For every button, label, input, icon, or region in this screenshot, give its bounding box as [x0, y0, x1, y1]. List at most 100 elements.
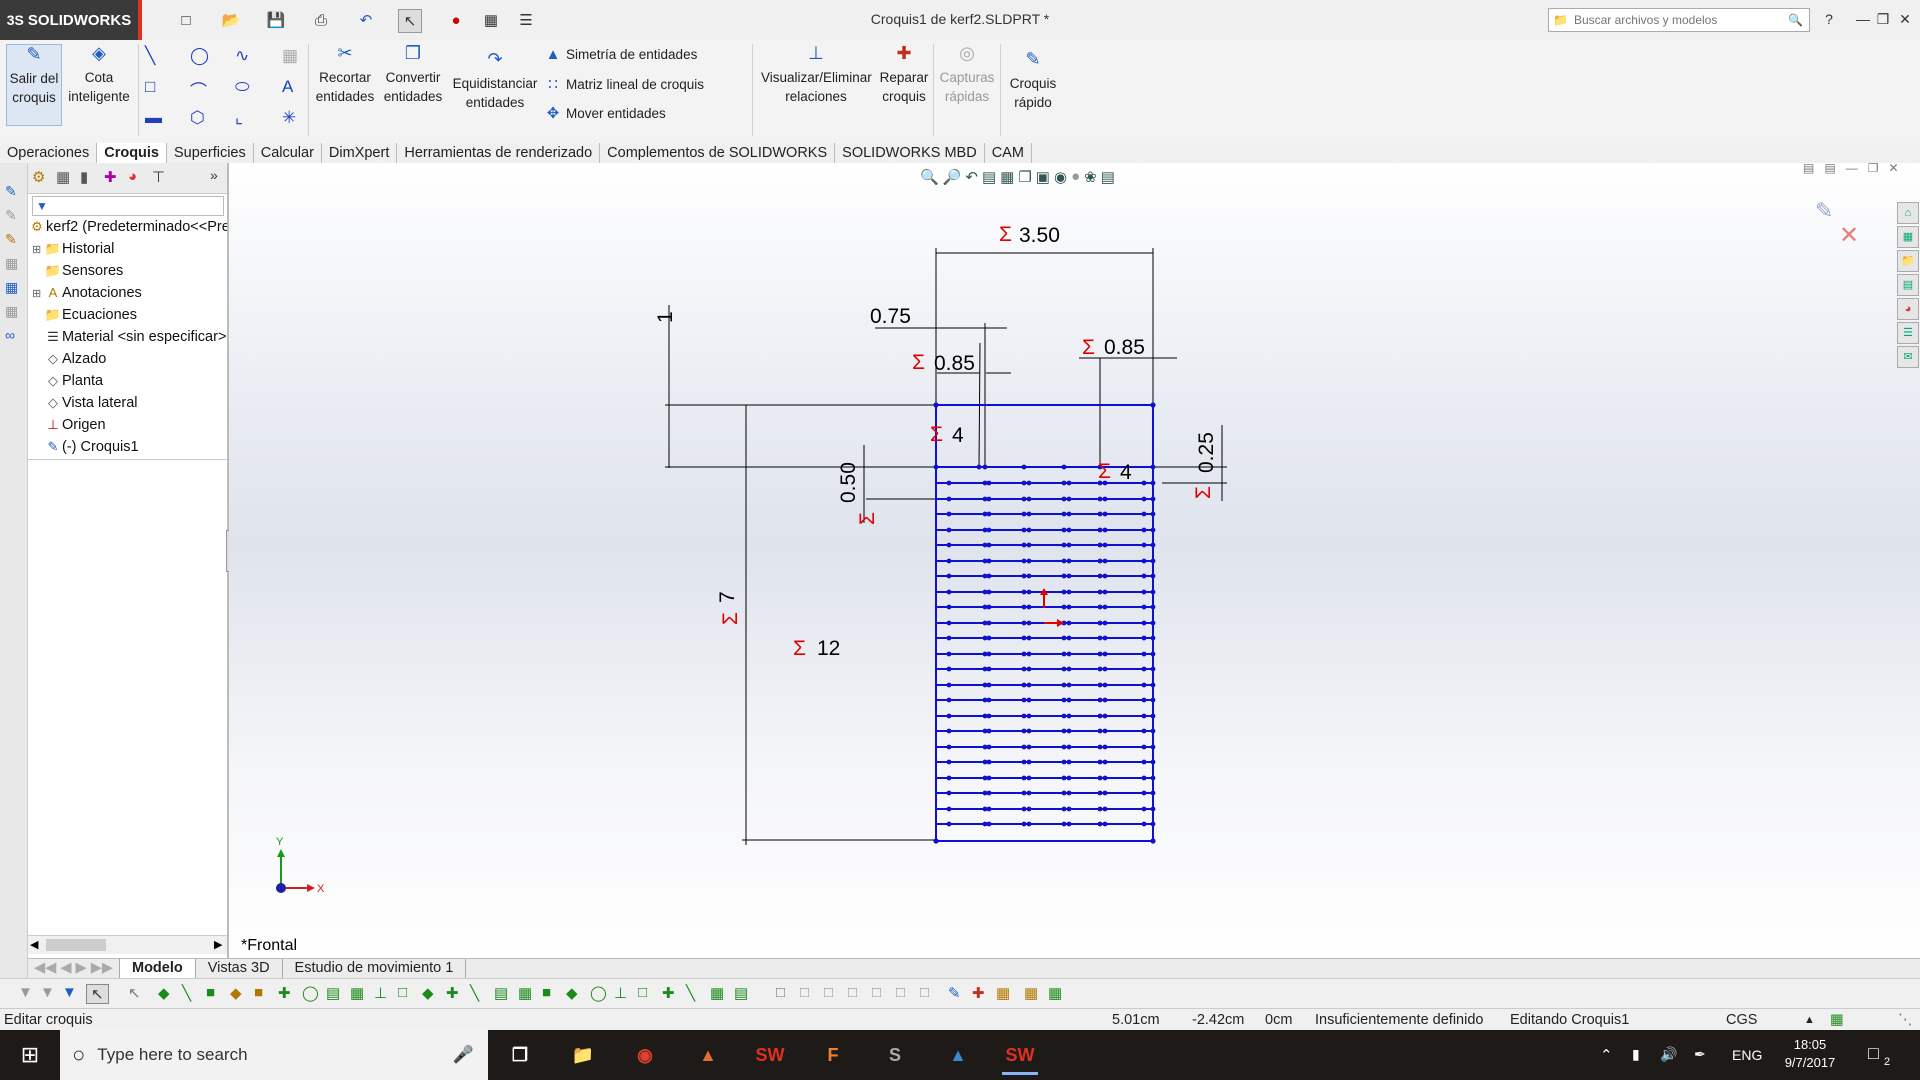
- sketch-point[interactable]: [1061, 542, 1067, 548]
- scroll-left-icon[interactable]: ◀: [30, 939, 39, 951]
- sketch-point[interactable]: [1021, 620, 1027, 626]
- filter-icon[interactable]: ⊥: [614, 985, 628, 1002]
- section-view-icon[interactable]: ▤: [981, 169, 997, 186]
- confirmation-corner[interactable]: ✎ ✕: [1815, 198, 1859, 249]
- sketch-point[interactable]: [946, 480, 952, 486]
- sketch-point[interactable]: [1021, 511, 1027, 517]
- display-relations-button[interactable]: ⊥ Visualizar/Eliminar relaciones: [761, 43, 872, 105]
- filter-icon[interactable]: ▤: [326, 985, 341, 1002]
- select-cursor-icon[interactable]: ↖: [86, 984, 109, 1004]
- line-icon[interactable]: ╲: [145, 46, 156, 65]
- sketch-point[interactable]: [1061, 744, 1067, 750]
- sketch-point[interactable]: [1150, 682, 1156, 688]
- file-explorer-icon[interactable]: 📁: [1897, 250, 1919, 272]
- exit-sketch-corner-icon[interactable]: ✎: [1815, 198, 1833, 223]
- sketch-point[interactable]: [1102, 542, 1108, 548]
- dynamic-annotation-icon[interactable]: ▦: [1000, 169, 1015, 186]
- sketch-point[interactable]: [1141, 527, 1147, 533]
- quick-tool-icon[interactable]: ▦: [996, 985, 1011, 1002]
- sketch-point[interactable]: [982, 697, 988, 703]
- undo-icon[interactable]: ↶: [359, 12, 373, 29]
- ellipse-icon[interactable]: ⬭: [235, 77, 250, 96]
- sketch-point[interactable]: [1066, 790, 1072, 796]
- sketch-point[interactable]: [933, 464, 939, 470]
- sketch-point[interactable]: [1021, 744, 1027, 750]
- sketch-point[interactable]: [1150, 635, 1156, 641]
- sketch-point[interactable]: [1021, 775, 1027, 781]
- sketch-point[interactable]: [1066, 635, 1072, 641]
- trim-entities-button[interactable]: ✂ Recortar entidades: [315, 43, 375, 105]
- sketch-point[interactable]: [986, 604, 992, 610]
- sketch-point[interactable]: [1102, 759, 1108, 765]
- sketch-point[interactable]: [982, 790, 988, 796]
- sketch-point[interactable]: [1102, 713, 1108, 719]
- sketch-point[interactable]: [1026, 573, 1032, 579]
- sketch-point[interactable]: [1141, 620, 1147, 626]
- custom-properties-icon[interactable]: ☰: [1897, 322, 1919, 344]
- sketch-point[interactable]: [1141, 666, 1147, 672]
- sketch-point[interactable]: [1150, 511, 1156, 517]
- sketch-point[interactable]: [1061, 573, 1067, 579]
- sketch-point[interactable]: [1141, 759, 1147, 765]
- filter-toggle-icon[interactable]: ▼: [18, 984, 33, 1001]
- sketch-point[interactable]: [1097, 775, 1103, 781]
- sketch-point[interactable]: [1026, 589, 1032, 595]
- sketch-point[interactable]: [1097, 558, 1103, 564]
- feature-manager-tab-icon[interactable]: ⚙: [32, 169, 46, 186]
- sketch-point[interactable]: [1097, 759, 1103, 765]
- sketch-point[interactable]: [1141, 480, 1147, 486]
- sketch-point[interactable]: [1061, 496, 1067, 502]
- sketch-point[interactable]: [1150, 496, 1156, 502]
- sketch-point[interactable]: [1021, 697, 1027, 703]
- filter-faces-icon[interactable]: ■: [206, 984, 216, 1001]
- sketch-point[interactable]: [986, 806, 992, 812]
- sketch-point[interactable]: [1061, 527, 1067, 533]
- pattern-icon[interactable]: ▦: [282, 46, 299, 65]
- sketch-point[interactable]: [986, 542, 992, 548]
- sketch-point[interactable]: [1150, 651, 1156, 657]
- new-document-icon[interactable]: □: [181, 11, 191, 29]
- sketch-tool-icon[interactable]: ▦: [5, 279, 19, 295]
- sketch-point[interactable]: [1150, 713, 1156, 719]
- sketch-point[interactable]: [1102, 744, 1108, 750]
- quick-tool-icon[interactable]: ▦: [1024, 985, 1039, 1002]
- sketch-point[interactable]: [1061, 666, 1067, 672]
- status-units[interactable]: CGS: [1726, 1012, 1758, 1028]
- tab-modelo[interactable]: Modelo: [120, 959, 196, 978]
- view-palette-icon[interactable]: ▤: [1897, 274, 1919, 296]
- sketch-point[interactable]: [1141, 697, 1147, 703]
- sketch-point[interactable]: [1097, 666, 1103, 672]
- sketch-point[interactable]: [946, 527, 952, 533]
- sketch-point[interactable]: [1061, 635, 1067, 641]
- sketch-point[interactable]: [1026, 666, 1032, 672]
- sketch-point[interactable]: [982, 728, 988, 734]
- previous-view-icon[interactable]: ↶: [965, 169, 978, 186]
- sketch-point[interactable]: [1021, 713, 1027, 719]
- tab-operaciones[interactable]: Operaciones: [0, 143, 98, 163]
- view-toggle-icon[interactable]: □: [848, 984, 858, 1001]
- sketch-point[interactable]: [982, 464, 988, 470]
- tree-item-planta[interactable]: ◇Planta: [32, 370, 231, 392]
- tab-calcular[interactable]: Calcular: [254, 143, 322, 163]
- mirror-entities-button[interactable]: ▲Simetría de entidades: [540, 46, 698, 63]
- tree-root[interactable]: ⚙kerf2 (Predeterminado<<Predeterminado>: [28, 216, 227, 238]
- sketch-tool-icon[interactable]: ✎: [948, 985, 961, 1002]
- sketch-point[interactable]: [946, 511, 952, 517]
- filter-icon[interactable]: ╲: [686, 985, 696, 1002]
- filter-icon[interactable]: □: [638, 984, 648, 1001]
- sketch-point[interactable]: [1066, 527, 1072, 533]
- filter-icon[interactable]: □: [398, 984, 408, 1001]
- display-style-icon[interactable]: ▣: [1035, 169, 1050, 186]
- sketch-tool-icon[interactable]: ✎: [5, 231, 17, 247]
- sketch-point[interactable]: [1097, 697, 1103, 703]
- sketch-point[interactable]: [1097, 806, 1103, 812]
- show-hidden-icons-icon[interactable]: ⌃: [1600, 1047, 1613, 1064]
- dim-050[interactable]: 0.50: [837, 462, 860, 503]
- sketch-point[interactable]: [1061, 604, 1067, 610]
- filter-icon[interactable]: ▤: [734, 985, 749, 1002]
- point-icon[interactable]: ✳: [282, 108, 297, 127]
- rebuild-icon[interactable]: ●: [451, 11, 461, 29]
- filter-edges-icon[interactable]: ╲: [182, 985, 192, 1002]
- sketch-point[interactable]: [1061, 759, 1067, 765]
- restore-icon[interactable]: ❐: [1876, 10, 1890, 27]
